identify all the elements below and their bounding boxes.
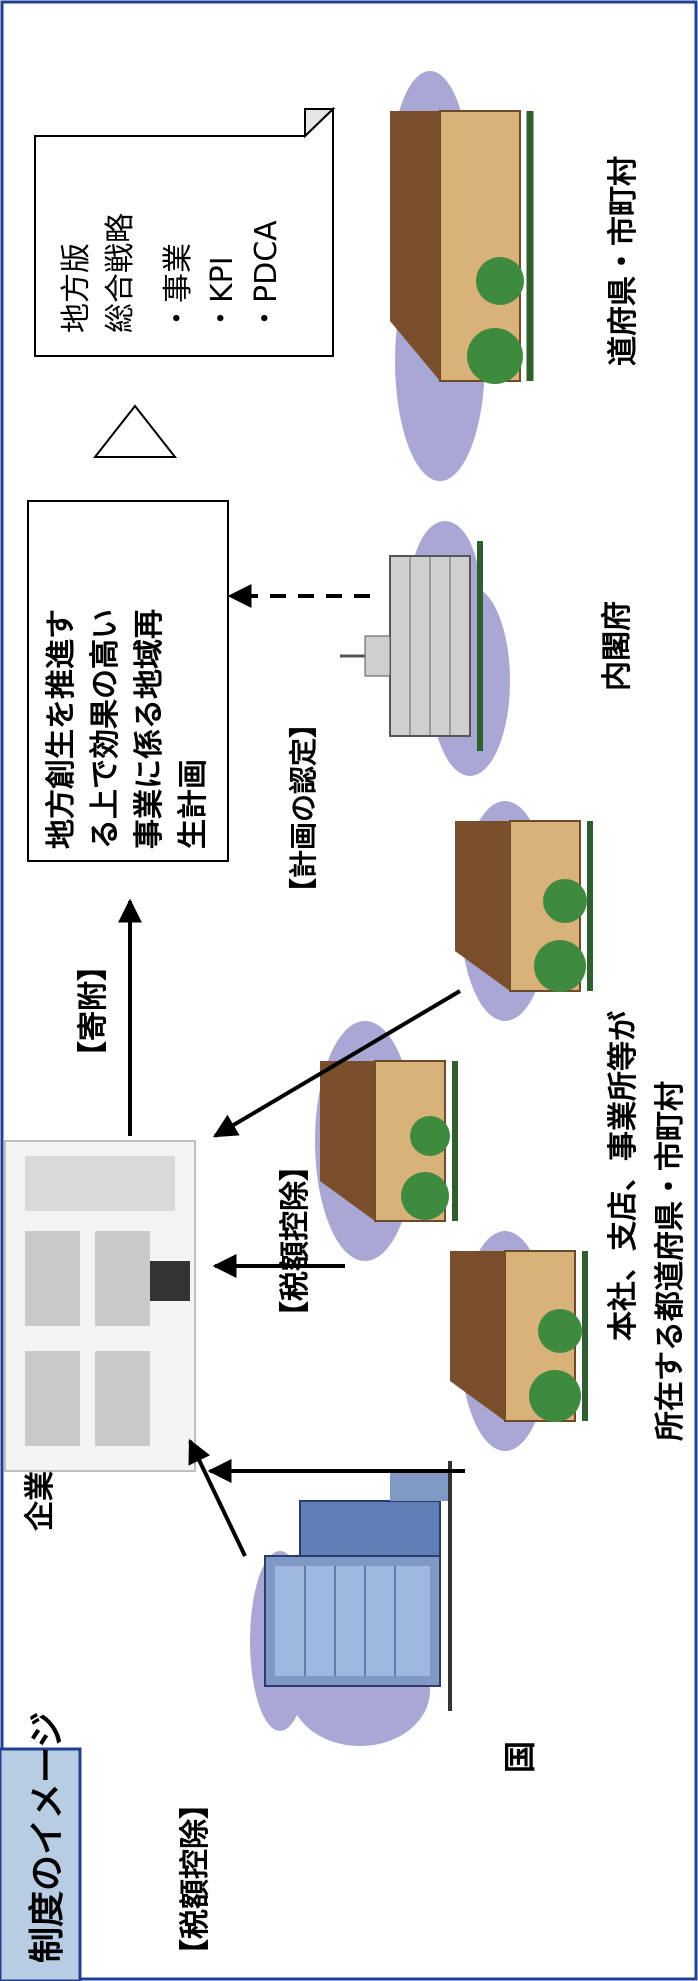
edge-label-plan-approval: 【計画の認定】 [287, 709, 320, 906]
plan-box-line-4: 生計画 [176, 759, 211, 849]
strategy-note-item-3: ・PDCA [249, 220, 284, 333]
node-label-naikakufu: 内閣府 [600, 601, 635, 691]
triangle-marker-icon [92, 404, 178, 458]
local-gov-building-icon-1 [450, 1231, 588, 1451]
node-label-local-govs-line1: 本社、支店、事業所等が [606, 1011, 641, 1341]
plan-box-line-1: 地方創生を推進す [44, 609, 79, 849]
strategy-note-item-1: ・事業 [161, 243, 196, 333]
strategy-note-item-2: ・KPI [205, 256, 240, 333]
strategy-note-line-1: 地方版 [59, 243, 94, 333]
plan-box-line-3: 事業に係る地域再 [132, 609, 167, 849]
company-building-icon [4, 1140, 196, 1472]
edge-label-tax-deduction-2: 【税額控除】 [278, 1151, 313, 1331]
node-label-kuni: 国 [501, 1740, 539, 1773]
arrow-localgov3-to-company [212, 989, 462, 1138]
strategy-note-text: 地方版 総合戦略 ・事業 ・KPI ・PDCA [55, 213, 289, 333]
plan-box-line-2: る上で効果の高い [88, 609, 123, 849]
local-gov-building-icon-3 [455, 801, 593, 1021]
header-tab [0, 1747, 82, 1981]
arrow-kuni-to-company [188, 1438, 247, 1557]
strategy-note-line-2: 総合戦略 [103, 213, 138, 333]
edge-label-tax-deduction-1: 【税額控除】 [178, 1789, 213, 1969]
local-gov-building-icon-2 [315, 1021, 458, 1261]
edge-label-donation: 【寄附】 [76, 951, 111, 1071]
plan-box-text: 地方創生を推進す る上で効果の高い 事業に係る地域再 生計画 [40, 609, 216, 849]
node-label-prefecture: 道府県・市町村 [606, 156, 641, 366]
node-label-kigyou: 企業 [23, 1471, 58, 1531]
note-fold-icon [304, 108, 336, 139]
node-label-local-govs-line2: 所在する都道府県・市町村 [653, 1081, 688, 1441]
plan-box [27, 500, 229, 862]
prefecture-building-icon [390, 71, 534, 481]
cabinet-office-building-icon [340, 521, 510, 776]
header-title: 制度のイメージ [27, 1711, 68, 1963]
national-building-icon [250, 1461, 452, 1746]
